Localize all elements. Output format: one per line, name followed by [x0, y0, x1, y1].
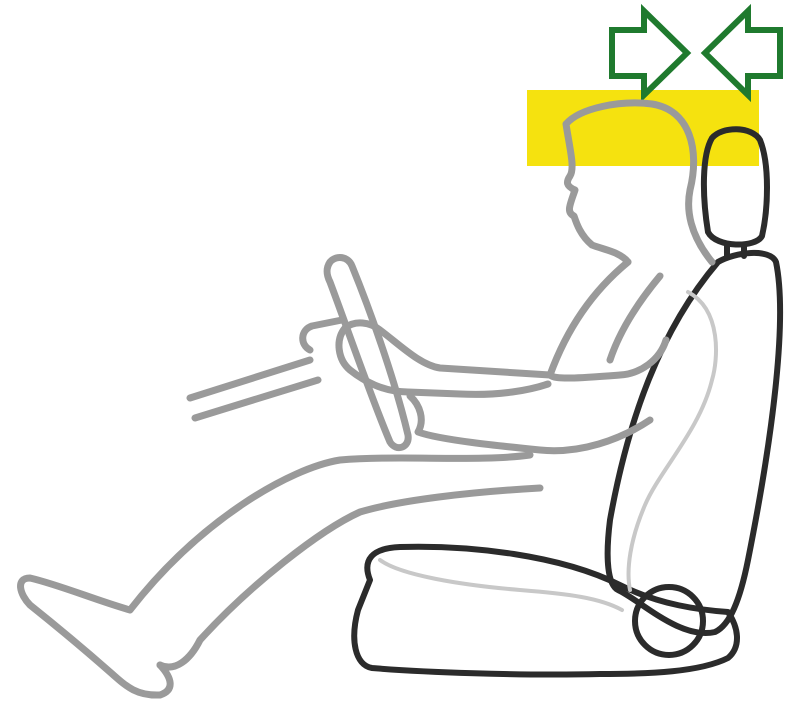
adjust-arrows [612, 11, 780, 95]
driver-lower-arm [410, 396, 650, 451]
driver-figure [21, 103, 712, 695]
driver-leg [130, 455, 540, 667]
arrow-right-icon [612, 11, 687, 95]
arrow-left-icon [705, 11, 780, 95]
driver-foot [21, 578, 171, 695]
driver-upper-arm [550, 262, 666, 378]
steering-column [190, 320, 342, 418]
